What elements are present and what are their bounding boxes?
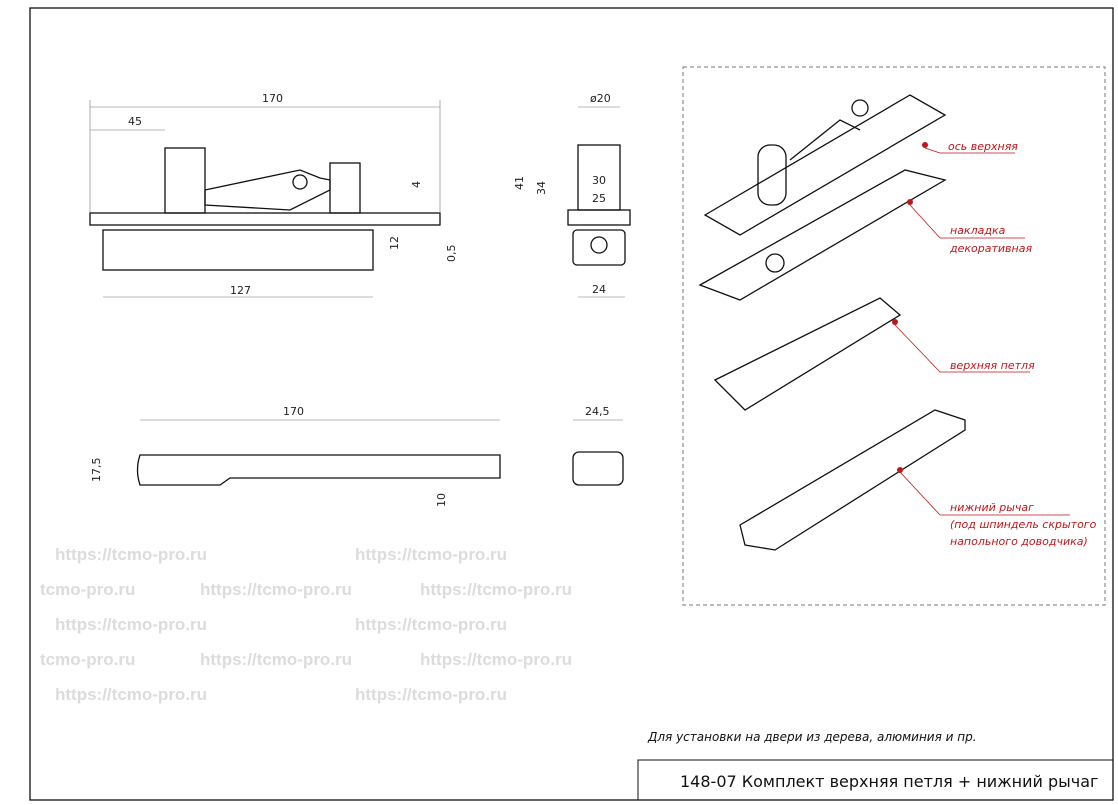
dim-base: 127 <box>230 284 251 297</box>
dim-lever-w: 24,5 <box>585 405 610 418</box>
watermark-text: https://tcmo-pro.ru <box>355 545 507 564</box>
dim-41: 41 <box>513 176 526 190</box>
dim-h05: 0,5 <box>445 245 458 263</box>
drawing-title: 148-07 Комплект верхняя петля + нижний р… <box>680 772 1098 791</box>
callout-dot <box>892 319 898 325</box>
callout-lever-2: (под шпиндель скрытого <box>950 518 1097 531</box>
watermark-text: https://tcmo-pro.ru <box>420 650 572 669</box>
callout-plate-2: декоративная <box>949 242 1032 255</box>
callout-hinge: верхняя петля <box>950 359 1035 372</box>
callout-dot <box>907 199 913 205</box>
dim-lever-h10: 10 <box>435 493 448 507</box>
hinge-side-view: ø20 41 34 30 25 24 <box>513 92 631 298</box>
hinge-front-view: 170 45 4 12 0,5 127 <box>89 92 458 298</box>
dim-24: 24 <box>592 283 606 296</box>
exploded-view: ось верхняя накладка декоративная верхня… <box>698 94 1097 551</box>
watermark-text: https://tcmo-pro.ru <box>55 685 207 704</box>
callout-axis: ось верхняя <box>948 140 1018 153</box>
callout-plate-1: накладка <box>950 224 1006 237</box>
lever-side-view: 24,5 <box>572 405 624 486</box>
callout-dot <box>922 142 928 148</box>
dim-25: 25 <box>592 192 606 205</box>
dim-diameter: ø20 <box>590 92 611 105</box>
dim-lever-h: 17,5 <box>90 458 103 483</box>
watermark-text: https://tcmo-pro.ru <box>200 650 352 669</box>
usage-note: Для установки на двери из дерева, алюмин… <box>647 730 977 744</box>
callout-lever-3: напольного доводчика) <box>950 535 1088 548</box>
dim-h12: 12 <box>388 236 401 250</box>
dim-30: 30 <box>592 174 606 187</box>
dim-offset: 45 <box>128 115 142 128</box>
watermark-text: https://tcmo-pro.ru <box>420 580 572 599</box>
dim-34: 34 <box>535 181 548 195</box>
watermark-text: https://tcmo-pro.ru <box>55 615 207 634</box>
callout-lever-1: нижний рычаг <box>950 501 1034 514</box>
watermark-text: https://tcmo-pro.ru <box>55 545 207 564</box>
watermark-text: tcmo-pro.ru <box>40 650 135 669</box>
drawing-frame <box>29 7 1114 801</box>
lever-front-view: 170 17,5 10 <box>90 405 501 507</box>
exploded-view-panel <box>682 66 1106 606</box>
watermark-text: tcmo-pro.ru <box>40 580 135 599</box>
dim-h4: 4 <box>410 181 423 188</box>
watermark-text: https://tcmo-pro.ru <box>200 580 352 599</box>
dim-length: 170 <box>262 92 283 105</box>
watermark-text: https://tcmo-pro.ru <box>355 685 507 704</box>
title-block <box>637 759 1114 801</box>
dim-lever-length: 170 <box>283 405 304 418</box>
callout-dot <box>897 467 903 473</box>
watermark-text: https://tcmo-pro.ru <box>355 615 507 634</box>
